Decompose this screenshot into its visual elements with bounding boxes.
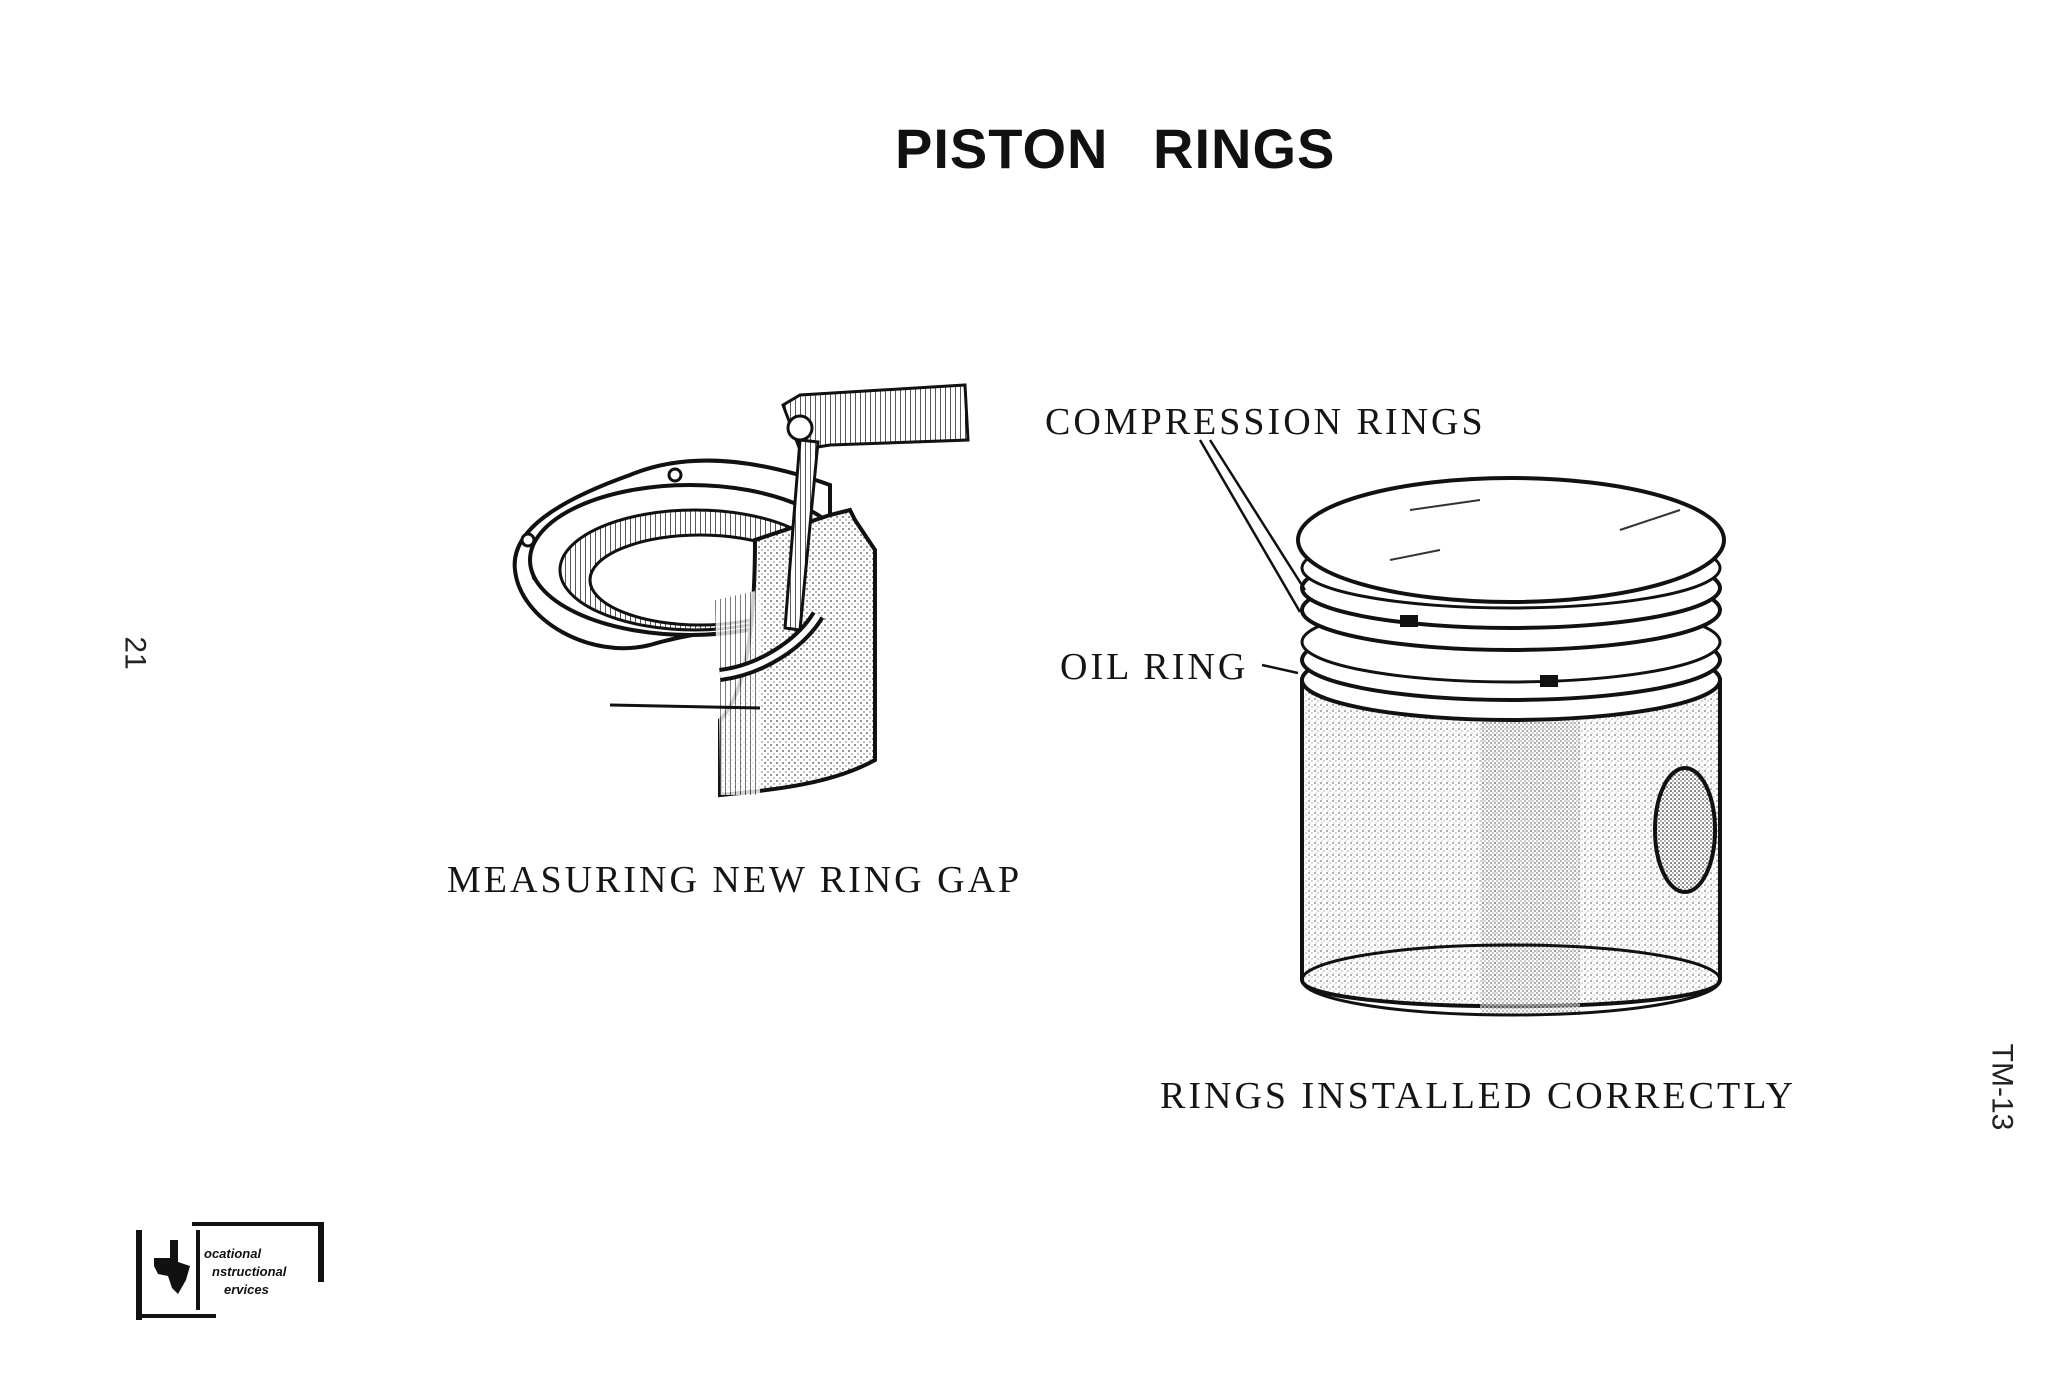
page-title: PISTON RINGS bbox=[895, 117, 1336, 180]
ring-gap-illustration bbox=[512, 383, 970, 798]
compression-rings-label: COMPRESSION RINGS bbox=[1045, 401, 1486, 443]
logo-line3: ervices bbox=[224, 1282, 269, 1297]
logo-line1: ocational bbox=[204, 1246, 261, 1261]
right-caption: RINGS INSTALLED CORRECTLY bbox=[1160, 1075, 1797, 1117]
piston-illustration bbox=[1296, 476, 1726, 1017]
vis-logo: ocational nstructional ervices bbox=[136, 1222, 324, 1320]
logo-line2: nstructional bbox=[212, 1264, 287, 1279]
left-caption: MEASURING NEW RING GAP bbox=[447, 859, 1023, 901]
oil-ring-label: OIL RING bbox=[1060, 646, 1249, 688]
page-title-wrap: PISTON RINGS bbox=[895, 116, 1336, 186]
